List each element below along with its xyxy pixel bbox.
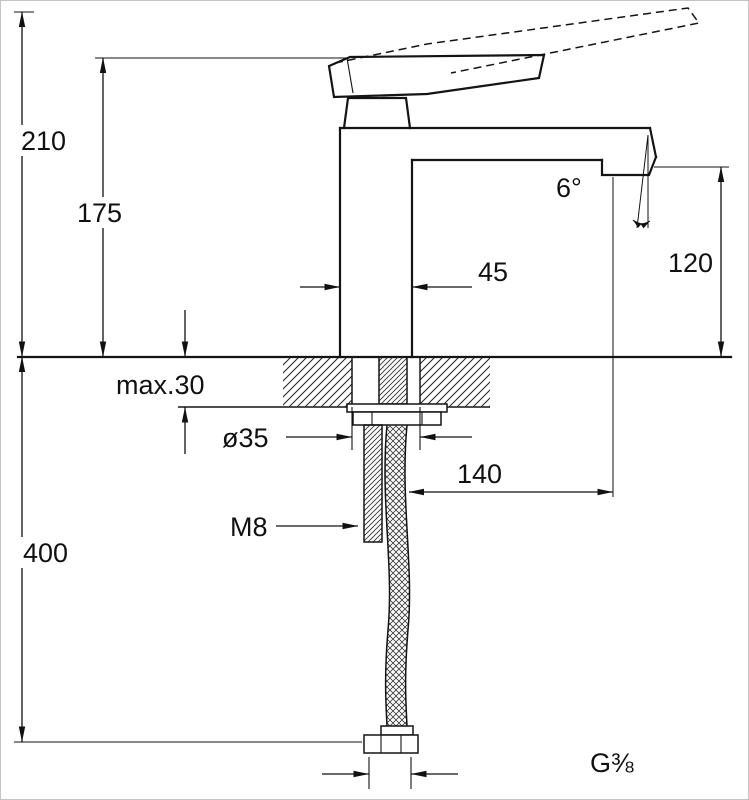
flex-hose-left-edge <box>384 424 391 727</box>
dim-stud-thread-label: M8 <box>230 512 268 542</box>
dimension-body-height: 175 <box>72 57 348 357</box>
under-deck-hardware <box>346 356 448 754</box>
dimension-spout-height: 120 <box>654 166 729 357</box>
dimension-deck-thickness: max.30 <box>116 310 205 454</box>
dim-hose-length-label: 400 <box>23 538 68 568</box>
dim-spout-height-label: 120 <box>668 248 713 278</box>
dim-hole-diameter-label: ø35 <box>222 423 269 453</box>
mounting-washer <box>346 403 448 413</box>
dim-spout-reach-label: 140 <box>457 459 502 489</box>
m8-stud <box>363 424 383 543</box>
dimension-spout-reach: 140 <box>408 177 614 497</box>
dim-deck-thickness-label: max.30 <box>116 370 205 400</box>
faucet-body <box>327 7 701 359</box>
dim-total-height-label: 210 <box>21 126 66 156</box>
dimension-body-width: 45 <box>300 257 508 291</box>
dimension-stud-thread: M8 <box>230 512 358 542</box>
flex-hose-braid <box>384 425 410 726</box>
hose-hex-nut <box>363 734 419 754</box>
dim-connection-thread-label: G⅜ <box>590 748 634 778</box>
spout-tip-face <box>648 126 658 159</box>
dim-body-width-label: 45 <box>478 257 508 287</box>
aerator <box>600 155 658 177</box>
cartridge-cap <box>342 96 412 130</box>
deck-hatch-right <box>420 357 490 407</box>
dimension-hose-length: 400 <box>14 356 362 743</box>
dimension-total-height: 210 <box>14 11 69 357</box>
flex-hose-right-edge <box>404 424 411 727</box>
dim-body-height-label: 175 <box>77 198 122 228</box>
dim-spout-angle-label: 6° <box>556 173 582 203</box>
deck-hatch-left <box>283 357 352 407</box>
deck-section <box>16 355 733 408</box>
dimension-spout-angle: 6° <box>556 134 651 229</box>
dimension-connection-thread: G⅜ <box>322 748 634 789</box>
handle-raised-dashed <box>334 7 701 74</box>
threaded-shank <box>378 356 408 405</box>
hose-collar <box>380 725 414 736</box>
mounting-nut <box>352 411 442 426</box>
handle-detail-line <box>346 57 354 94</box>
dimension-hole-diameter: ø35 <box>222 407 472 453</box>
